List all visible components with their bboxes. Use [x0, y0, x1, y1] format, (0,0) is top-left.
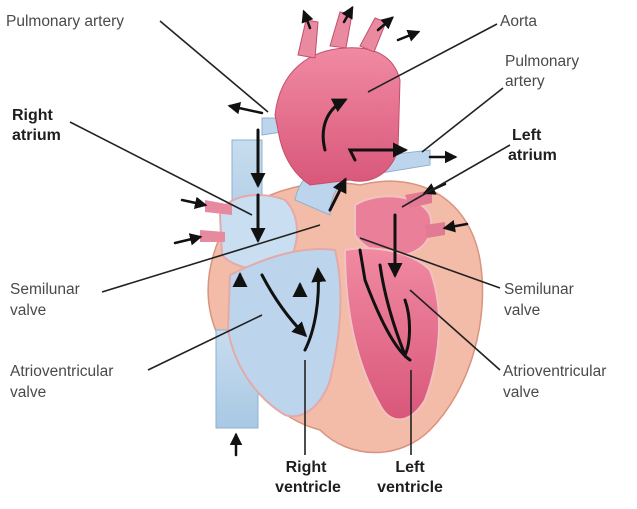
- label-left-atrium-line1: Left: [512, 126, 541, 146]
- label-right-ventricle-line1: Right: [270, 458, 342, 478]
- label-av-valve-left-line1: Atrioventricular: [10, 362, 113, 382]
- label-semilunar-valve-left-line2: valve: [10, 301, 46, 321]
- label-av-valve-left-line2: valve: [10, 383, 46, 403]
- label-av-valve-right-line2: valve: [503, 383, 539, 403]
- label-right-atrium-line2: atrium: [12, 126, 61, 146]
- label-pulmonary-artery-right-line1: Pulmonary: [505, 52, 579, 72]
- label-left-ventricle-line2: ventricle: [370, 478, 450, 498]
- label-pulmonary-artery-left: Pulmonary artery: [6, 12, 124, 32]
- label-left-atrium-line2: atrium: [508, 146, 557, 166]
- label-aorta: Aorta: [500, 12, 537, 32]
- label-right-atrium-line1: Right: [12, 106, 53, 126]
- label-av-valve-right-line1: Atrioventricular: [503, 362, 606, 382]
- label-semilunar-valve-right-line2: valve: [504, 301, 540, 321]
- label-semilunar-valve-right-line1: Semilunar: [504, 280, 574, 300]
- label-right-ventricle-line2: ventricle: [268, 478, 348, 498]
- label-pulmonary-artery-right-line2: artery: [505, 72, 545, 92]
- label-semilunar-valve-left-line1: Semilunar: [10, 280, 80, 300]
- aorta-vessel: [275, 48, 400, 185]
- label-left-ventricle-line1: Left: [374, 458, 446, 478]
